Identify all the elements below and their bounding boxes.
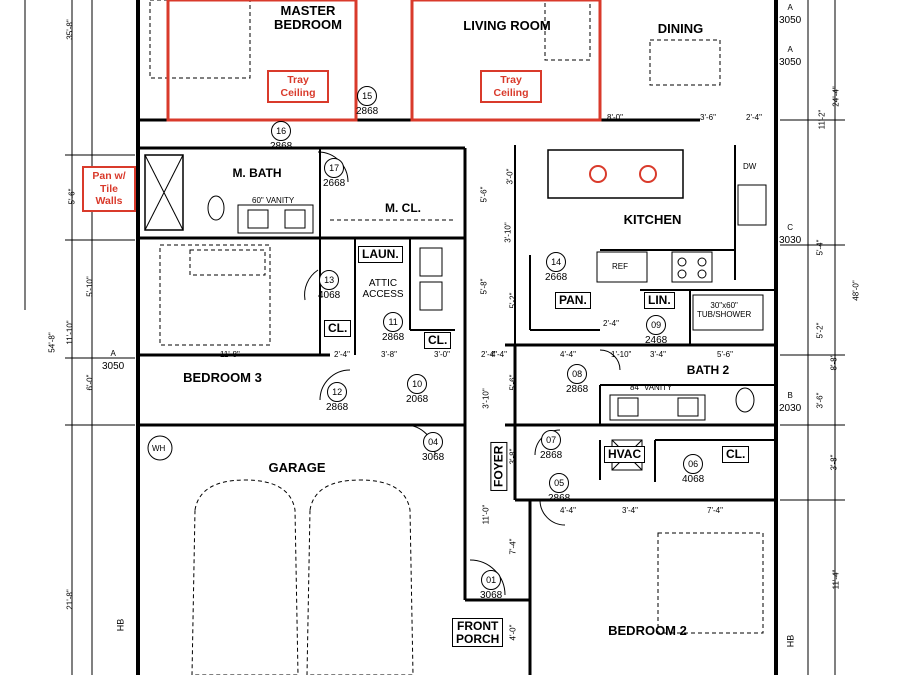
- dim-label: 5'-6": [67, 188, 77, 205]
- dim-label: 5'-6": [479, 186, 489, 203]
- vanity-84-label: 84" VANITY: [630, 383, 673, 392]
- room-living-room: LIVING ROOM: [463, 18, 551, 33]
- room-pantry: PAN.: [555, 292, 591, 309]
- dim-label: 3'-10": [503, 222, 513, 243]
- room-closet-mid: CL.: [424, 332, 452, 349]
- dim-label: 5'-10": [85, 276, 95, 297]
- dim-label: 11'-4": [831, 569, 841, 590]
- room-linen: LIN.: [644, 292, 675, 309]
- hose-bib-left: HB: [115, 618, 126, 632]
- dishwasher-label: DW: [743, 162, 757, 171]
- dim-label: 1'-10": [611, 350, 632, 359]
- dim-label: 35'-8": [65, 19, 75, 40]
- dim-label: 7'-4": [707, 506, 723, 515]
- dim-label: 3'-4": [650, 350, 666, 359]
- dim-label: 3'-8": [829, 454, 839, 471]
- room-garage: GARAGE: [268, 460, 326, 475]
- dim-label: 3'-6": [700, 113, 716, 122]
- dim-label: 5'-4": [815, 239, 825, 256]
- dim-label: 2'-4": [746, 113, 762, 122]
- dim-label: 2'-4": [603, 319, 619, 328]
- room-kitchen: KITCHEN: [623, 212, 682, 227]
- room-foyer: FOYER: [490, 441, 507, 491]
- dim-label: 6'-0": [85, 374, 95, 391]
- dim-label: 3'-8": [381, 350, 397, 359]
- dim-label: 24'-4": [831, 86, 841, 107]
- room-closet-left: CL.: [324, 320, 352, 337]
- dim-label: 5'-8": [479, 278, 489, 295]
- dim-label: 11'-8": [220, 350, 240, 359]
- dim-label: 21'-8": [65, 589, 75, 610]
- room-m-cl: M. CL.: [385, 201, 421, 215]
- room-closet-right: CL.: [722, 446, 750, 463]
- dim-label: 5'-2": [508, 292, 518, 309]
- dim-label: 4'-4": [491, 350, 507, 359]
- dim-label: 48'-0": [851, 280, 861, 301]
- dim-label: 5'-2": [815, 322, 825, 339]
- dim-label: 3'-4": [622, 506, 638, 515]
- dim-label: 4'-4": [560, 506, 576, 515]
- dim-label: 3'-0": [505, 168, 515, 185]
- water-heater-label: WH: [152, 444, 166, 453]
- dim-label: 3'-0": [434, 350, 450, 359]
- tray-ceiling-note-master: Tray Ceiling: [267, 70, 329, 104]
- room-laundry: LAUN.: [358, 246, 403, 263]
- room-bedroom-2: BEDROOM 2: [608, 623, 687, 638]
- room-master-bedroom: MASTER BEDROOM: [274, 3, 342, 32]
- dim-label: 7'-4": [508, 538, 518, 555]
- dim-label: 4'-0": [508, 624, 518, 641]
- dim-label: 5'-6": [508, 374, 518, 391]
- tub-shower-label: 30"x60" TUB/SHOWER: [697, 301, 752, 319]
- dim-label: 3'-8": [508, 448, 518, 465]
- room-m-bath: M. BATH: [232, 166, 282, 180]
- dim-label: 3'-10": [481, 388, 491, 409]
- room-dining: DINING: [657, 21, 704, 36]
- dim-label: 5'-6": [717, 350, 733, 359]
- attic-access-label: ATTIC ACCESS: [362, 278, 404, 300]
- room-front-porch: FRONT PORCH: [452, 618, 504, 648]
- tray-ceiling-note-living: Tray Ceiling: [480, 70, 542, 104]
- vanity-60-label: 60" VANITY: [252, 196, 295, 205]
- room-hvac: HVAC: [604, 446, 646, 463]
- hose-bib-right: HB: [785, 634, 796, 648]
- dim-label: 54'-8": [47, 332, 57, 353]
- dim-label: 2'-4": [334, 350, 350, 359]
- dim-label: 11'-2": [817, 109, 827, 130]
- dim-label: 2'-4": [481, 350, 497, 359]
- pan-tile-walls-note: Pan w/ Tile Walls: [82, 166, 136, 212]
- dim-label: 11'-10": [65, 320, 75, 345]
- room-bath-2: BATH 2: [686, 363, 730, 377]
- dim-label: 8'-8": [829, 354, 839, 371]
- refrigerator-label: REF: [612, 262, 628, 271]
- dim-label: 11'-0": [481, 504, 491, 525]
- room-bedroom-3: BEDROOM 3: [183, 370, 262, 385]
- dim-label: 4'-4": [560, 350, 576, 359]
- dim-label: 3'-6": [815, 392, 825, 409]
- dim-label: 8'-0": [607, 113, 623, 122]
